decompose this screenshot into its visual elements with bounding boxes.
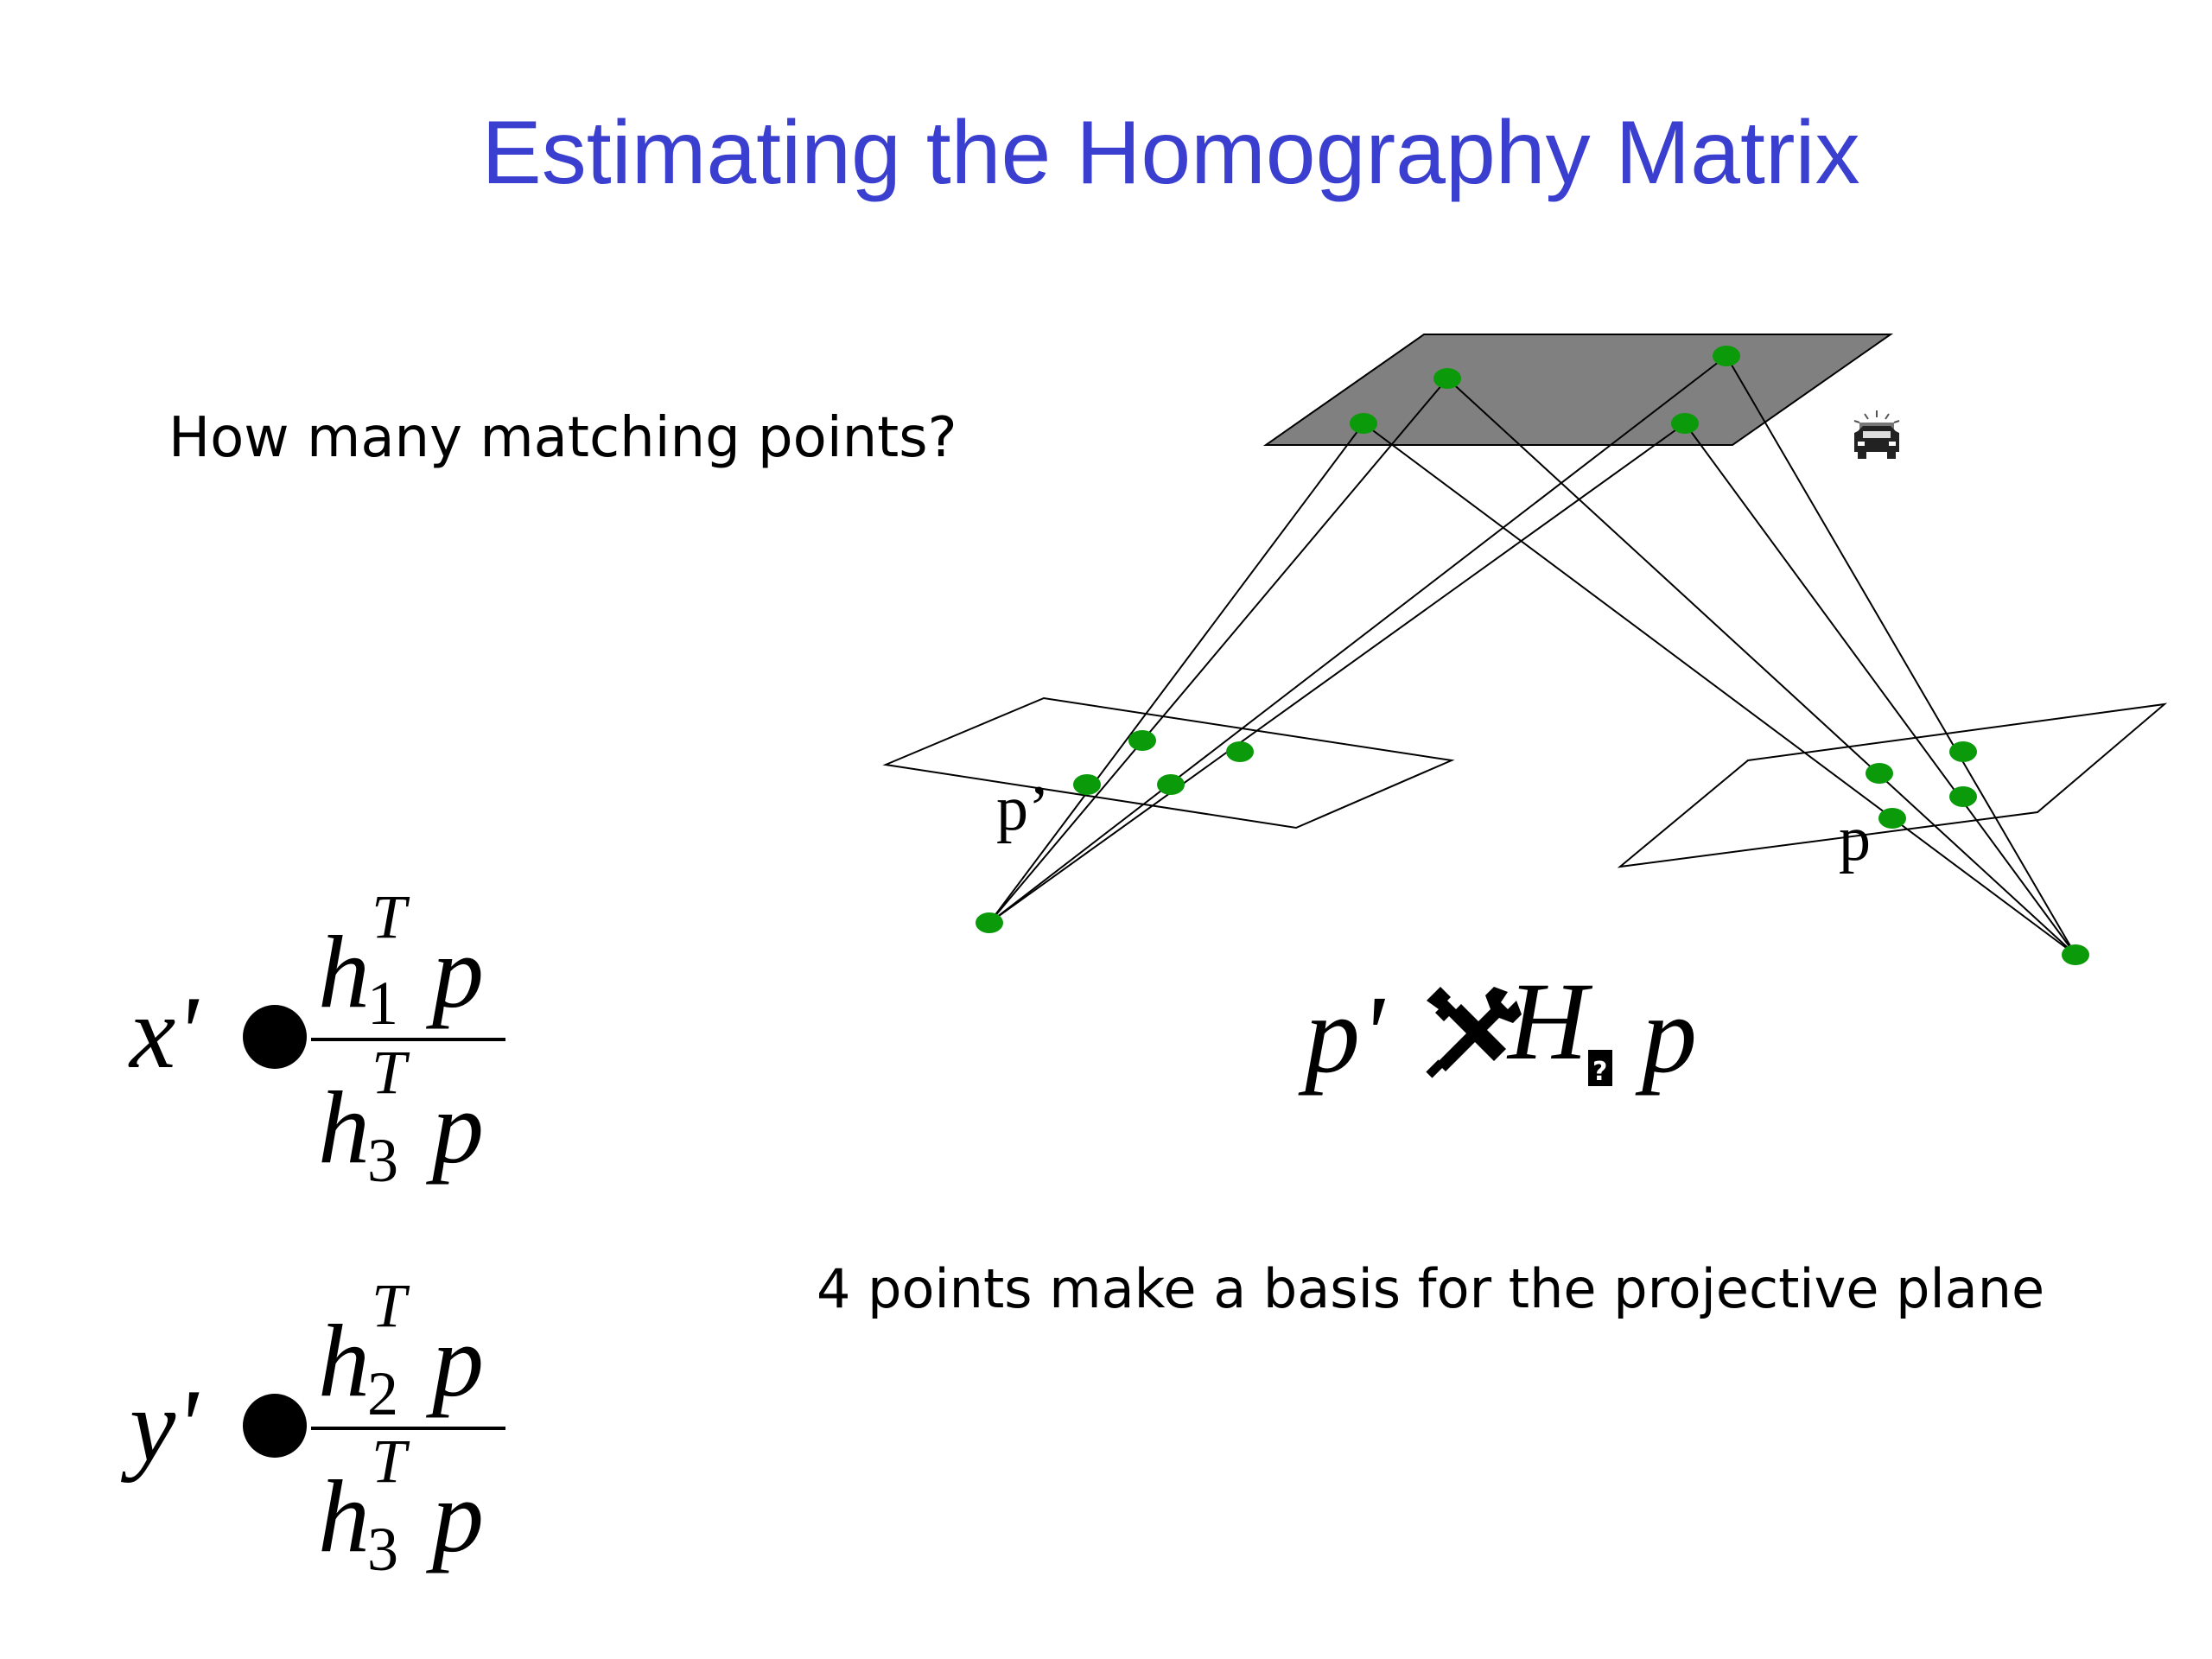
x-den-sub: 3 — [367, 1126, 398, 1195]
left-rays — [988, 355, 1727, 924]
image-point — [1157, 774, 1185, 795]
ray — [1684, 423, 2076, 956]
label-p: p — [1839, 804, 1871, 874]
right-image-plane — [1617, 702, 2168, 868]
x-ratio-equation: x' h T 1 p h T 3 p — [128, 882, 505, 1195]
right-camera-center — [2062, 944, 2089, 965]
y-den-var: p — [425, 1459, 484, 1573]
right-rays — [1363, 355, 2076, 956]
left-image-points — [1073, 730, 1254, 795]
x-num-sub: 1 — [367, 969, 398, 1038]
right-image-points — [1866, 741, 1977, 829]
label-p-prime: p’ — [996, 773, 1050, 844]
car-icon — [1853, 410, 1900, 459]
y-den-sup: T — [372, 1427, 410, 1496]
bullet-dot — [243, 1394, 307, 1458]
world-point — [1433, 368, 1461, 389]
ray — [988, 423, 1364, 924]
y-num-var: p — [425, 1303, 484, 1418]
x-num-sup: T — [372, 882, 410, 951]
ray — [1363, 423, 2076, 956]
homography-lhs: p' — [1298, 973, 1386, 1096]
image-point — [1073, 774, 1101, 795]
x-num-h: h — [318, 914, 370, 1029]
image-point — [1949, 741, 1977, 762]
image-point — [1949, 786, 1977, 807]
world-points — [1350, 346, 1740, 434]
missing-glyph-box — [1588, 1050, 1612, 1086]
homography-rhs: p — [1635, 973, 1697, 1096]
y-lhs: y' — [120, 1368, 200, 1483]
ray — [988, 378, 1448, 924]
y-num-sub: 2 — [367, 1359, 398, 1428]
question-text: How many matching points? — [168, 406, 957, 470]
world-point — [1671, 413, 1699, 434]
x-den-sup: T — [372, 1038, 410, 1107]
world-point — [1713, 346, 1740, 366]
homography-equation: p' H ? p — [1298, 960, 1697, 1096]
ray — [1446, 378, 2076, 956]
x-den-var: p — [425, 1070, 484, 1185]
tools-icon — [1426, 987, 1522, 1078]
x-num-var: p — [425, 914, 484, 1029]
slide-title: Estimating the Homography Matrix — [481, 103, 1860, 203]
world-point — [1350, 413, 1377, 434]
basis-note: 4 points make a basis for the projective… — [817, 1257, 2045, 1320]
missing-glyph-mark: ? — [1592, 1057, 1607, 1087]
x-den-h: h — [318, 1070, 370, 1185]
image-point — [1226, 741, 1254, 762]
bullet-dot — [243, 1005, 307, 1069]
ray — [1726, 355, 2076, 956]
homography-matrix: H — [1506, 960, 1593, 1083]
ray — [988, 423, 1686, 924]
y-num-h: h — [318, 1303, 370, 1418]
x-lhs: x' — [128, 975, 200, 1090]
image-point — [1128, 730, 1156, 751]
y-den-sub: 3 — [367, 1515, 398, 1584]
y-num-sup: T — [372, 1271, 410, 1340]
ray — [988, 355, 1727, 924]
left-camera-center — [976, 912, 1003, 933]
y-ratio-equation: y' h T 2 p h T 3 p — [120, 1271, 505, 1584]
y-den-h: h — [318, 1459, 370, 1573]
left-image-plane — [882, 696, 1455, 830]
image-point — [1878, 808, 1906, 829]
image-point — [1866, 763, 1893, 784]
